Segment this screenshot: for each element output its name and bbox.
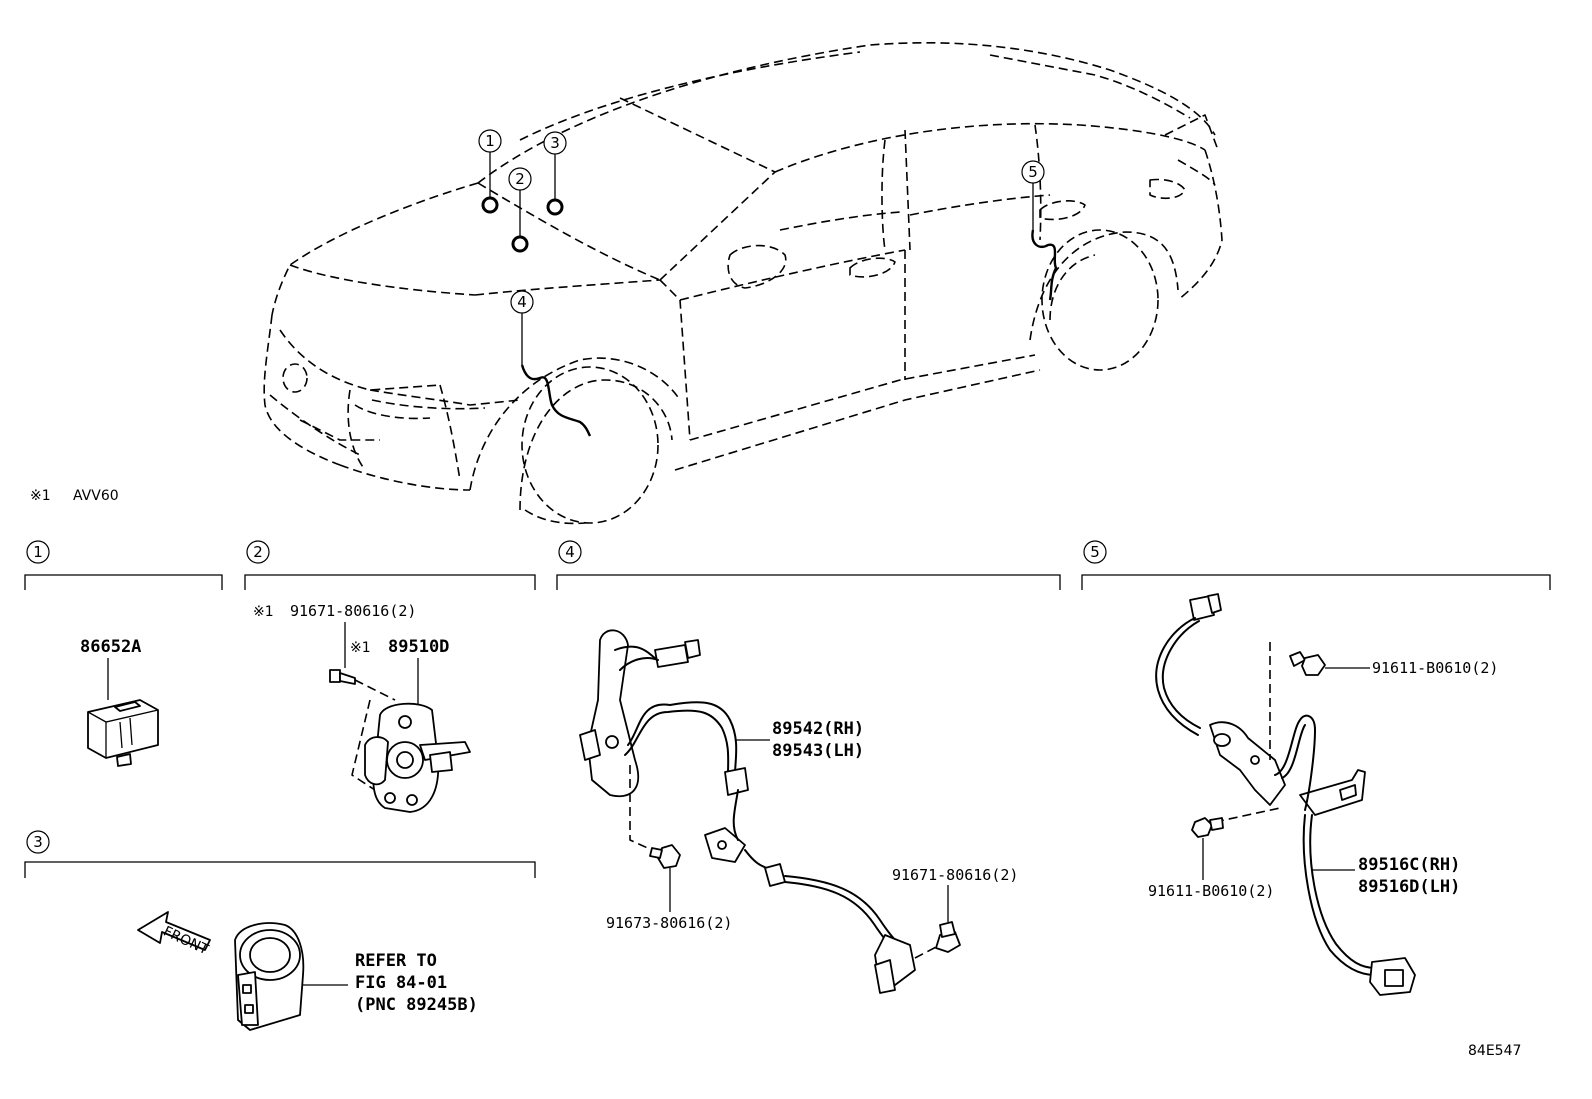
front-wheel-sensor-wire — [520, 364, 592, 437]
section-4-header: 4 — [556, 540, 1061, 590]
section-5-sensor-lh: 89516D(LH) — [1358, 877, 1460, 897]
callout-4: 4 — [510, 290, 534, 314]
section-4-bolt-a: 91671-80616(2) — [892, 866, 1018, 884]
callout-3-label: 3 — [550, 134, 560, 152]
front-arrow-label: FRONT — [161, 924, 212, 959]
location-marker-2 — [511, 235, 529, 253]
bolt-icon — [1289, 651, 1326, 676]
rear-wheel-sensor-wire — [1031, 229, 1058, 301]
section-4-number: 4 — [565, 543, 575, 561]
callout-5-label: 5 — [1028, 163, 1038, 181]
section-5-bolt-a: 91611-B0610(2) — [1372, 659, 1498, 677]
section-3-number: 3 — [33, 833, 43, 851]
bolt-icon — [649, 844, 681, 869]
section-4-bolt-b: 91673-80616(2) — [606, 914, 732, 932]
section-4-sensor-rh: 89542(RH) — [772, 719, 864, 739]
section-4-sensor-lh: 89543(LH) — [772, 741, 864, 761]
section-2-header: 2 — [244, 540, 536, 590]
callout-4-label: 4 — [517, 293, 527, 311]
note-mark: ※1 — [30, 488, 51, 504]
figure-id: 84E547 — [1468, 1043, 1521, 1059]
bolt-icon — [329, 669, 356, 685]
section-5-number: 5 — [1090, 543, 1100, 561]
refer-line-1: REFER TO — [355, 951, 437, 971]
front-arrow-icon — [137, 911, 211, 951]
section-5-rear-speed-sensor: 91611-B0610(2) 91611-B0610(2) 89516C(RH)… — [1148, 593, 1498, 996]
section-3-header: 3 — [24, 830, 536, 878]
section-2-number: 2 — [253, 543, 263, 561]
callout-5: 5 — [1021, 160, 1045, 184]
callout-2-label: 2 — [515, 170, 525, 188]
section-5-header: 5 — [1081, 540, 1551, 590]
callout-2: 2 — [508, 167, 532, 191]
note-model: AVV60 — [73, 488, 119, 504]
section-3-spiral-cable: FRONT REFER TO FIG 84-01 (PNC 89245B) — [137, 911, 478, 1031]
section-1-relay: 86652A — [80, 637, 159, 767]
callout-1-label: 1 — [485, 132, 495, 150]
location-marker-1 — [481, 196, 499, 214]
section-2-height-sensor: ※1 91671-80616(2) ※1 89510D — [253, 602, 471, 813]
section-2-sensor-label: 89510D — [388, 637, 449, 657]
refer-line-3: (PNC 89245B) — [355, 995, 478, 1015]
callout-1: 1 — [478, 129, 502, 153]
callout-3: 3 — [543, 131, 567, 155]
location-marker-3 — [546, 198, 564, 216]
section-2-bolt-label: 91671-80616(2) — [290, 602, 416, 620]
section-1-part-label: 86652A — [80, 637, 141, 657]
bolt-icon — [935, 921, 961, 953]
refer-line-2: FIG 84-01 — [355, 973, 447, 993]
section-5-bolt-b: 91611-B0610(2) — [1148, 882, 1274, 900]
car-illustration — [263, 42, 1223, 525]
section-1-number: 1 — [33, 543, 43, 561]
section-2-sensor-mark: ※1 — [350, 640, 371, 656]
section-5-sensor-rh: 89516C(RH) — [1358, 855, 1460, 875]
section-4-front-speed-sensor: 89542(RH) 89543(LH) 91671-80616(2) 91673… — [579, 629, 1018, 994]
section-2-bolt-mark: ※1 — [253, 604, 274, 620]
section-1-header: 1 — [24, 540, 223, 590]
bolt-icon — [1191, 817, 1224, 838]
